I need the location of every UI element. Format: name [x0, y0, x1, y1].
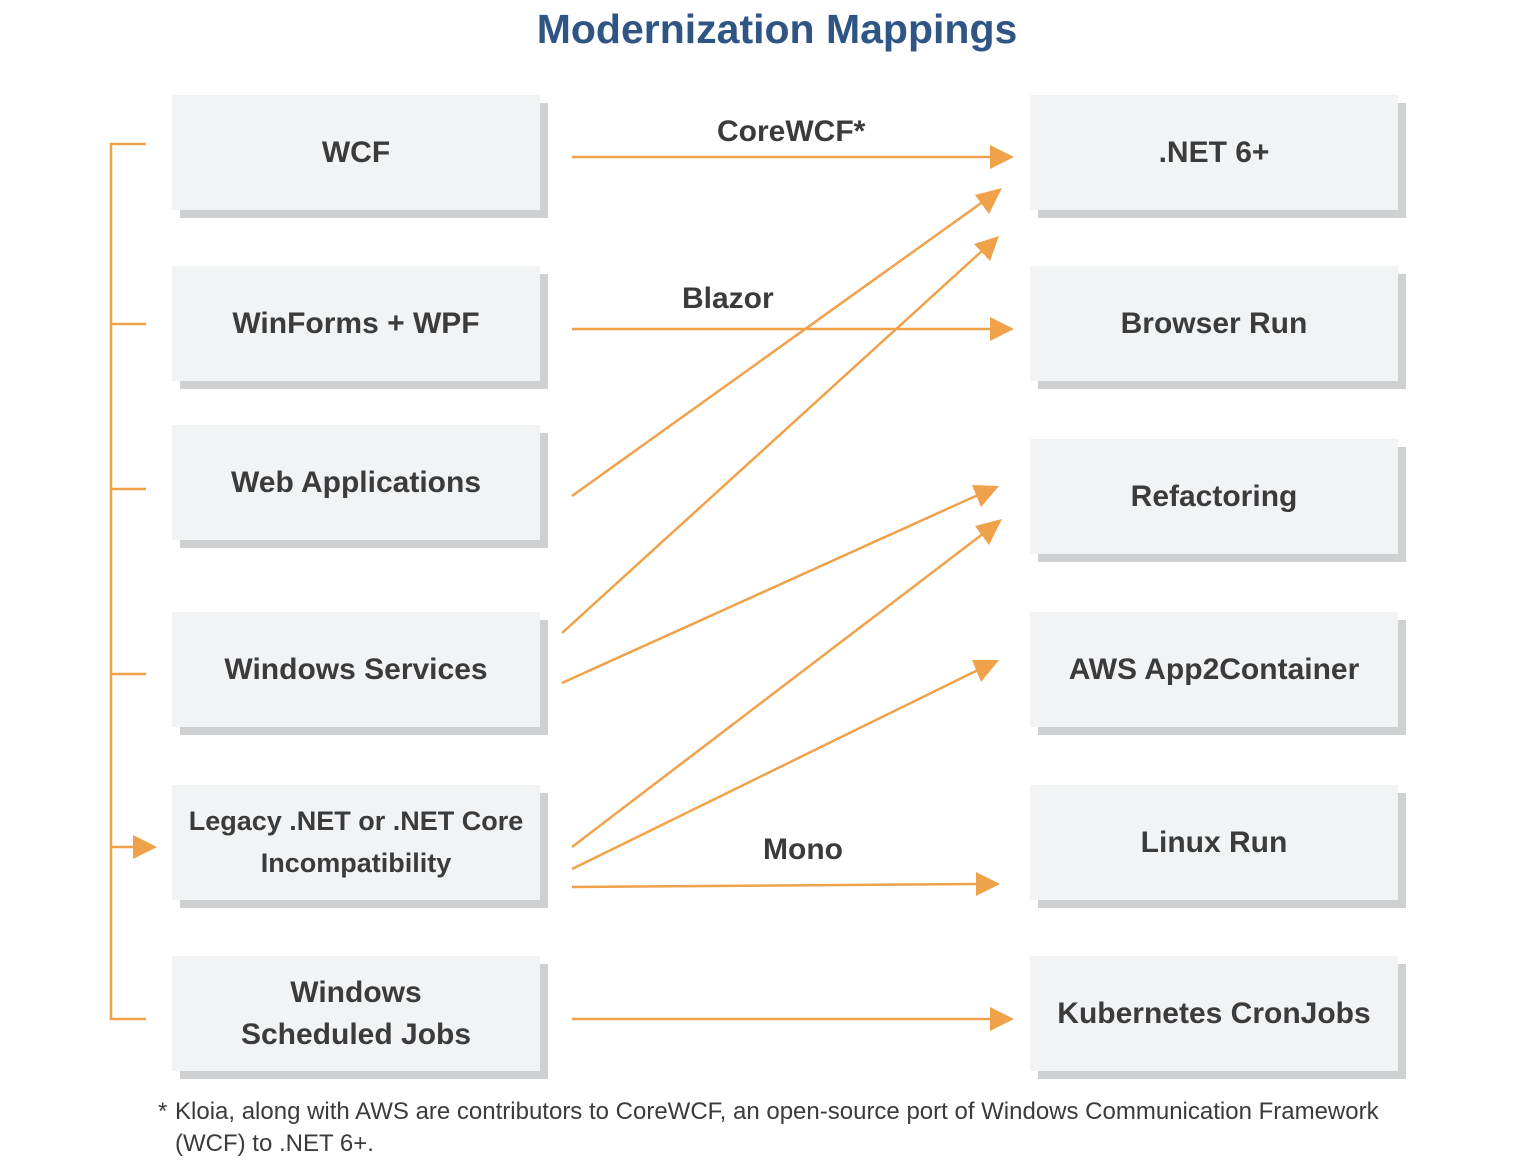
arrowhead-winservices-refactoring [972, 485, 999, 507]
target-box-net6: .NET 6+ [1030, 95, 1398, 210]
source-label-scheduled-line1: Windows [290, 975, 422, 1009]
footnote-marker: * [158, 1098, 168, 1125]
source-bracket [109, 142, 146, 1021]
diagram-title: Modernization Mappings [536, 6, 1018, 52]
target-box-app2container: AWS App2Container [1030, 612, 1398, 727]
arrow-webapps-net6 [571, 199, 985, 498]
arrowhead-legacy-linux [976, 872, 1000, 896]
target-label-refactoring: Refactoring [1130, 479, 1298, 513]
footnote: * Kloia, along with AWS are contributors… [158, 1096, 1408, 1161]
source-box-windows-services: Windows Services [172, 612, 540, 727]
arrow-legacy-app2container [571, 668, 979, 871]
target-box-linux-run: Linux Run [1030, 785, 1398, 900]
source-box-wcf: WCF [172, 95, 540, 210]
source-box-windows-scheduled-jobs: Windows Scheduled Jobs [172, 956, 540, 1071]
arrowhead-legacy-refactoring [975, 519, 1002, 545]
arrow-legacy-linux [571, 882, 979, 889]
source-box-web-applications: Web Applications [172, 425, 540, 540]
edge-label-corewcf: CoreWCF* [717, 115, 866, 148]
target-label-kubernetes-cronjobs: Kubernetes CronJobs [1057, 996, 1371, 1030]
target-label-browser-run: Browser Run [1120, 306, 1308, 340]
arrowhead-winservices-net6 [974, 236, 999, 261]
source-label-scheduled-line2: Scheduled Jobs [240, 1017, 472, 1051]
target-box-browser-run: Browser Run [1030, 266, 1398, 381]
arrowhead-scheduled-cronjobs [990, 1007, 1014, 1031]
bracket-arrowhead [133, 835, 157, 859]
source-label-legacy-line2: Incompatibility [260, 847, 452, 878]
arrowhead-wcf-net6 [990, 145, 1014, 169]
source-box-winforms-wpf: WinForms + WPF [172, 266, 540, 381]
target-box-kubernetes-cronjobs: Kubernetes CronJobs [1030, 956, 1398, 1071]
target-label-net6: .NET 6+ [1158, 135, 1270, 169]
source-label-windows-services: Windows Services [224, 652, 488, 686]
source-label-wcf: WCF [321, 135, 391, 169]
arrowhead-webapps-net6 [975, 188, 1002, 214]
arrowhead-winforms-browser [990, 317, 1014, 341]
footnote-text: Kloia, along with AWS are contributors t… [175, 1098, 1379, 1158]
arrow-legacy-refactoring [571, 532, 985, 848]
target-label-app2container: AWS App2Container [1068, 652, 1360, 686]
arrow-winservices-refactoring [561, 493, 979, 685]
source-box-legacy-dotnet: Legacy .NET or .NET Core Incompatibility [172, 785, 540, 900]
target-box-refactoring: Refactoring [1030, 439, 1398, 554]
edge-label-blazor: Blazor [682, 282, 774, 315]
source-label-legacy-line1: Legacy .NET or .NET Core [188, 805, 524, 836]
source-label-web-applications: Web Applications [230, 465, 482, 499]
arrow-winservices-net6 [561, 249, 984, 634]
edge-label-mono: Mono [763, 833, 843, 866]
source-label-winforms-wpf: WinForms + WPF [232, 306, 480, 340]
target-label-linux-run: Linux Run [1140, 825, 1288, 859]
arrowhead-legacy-app2container [972, 660, 999, 682]
